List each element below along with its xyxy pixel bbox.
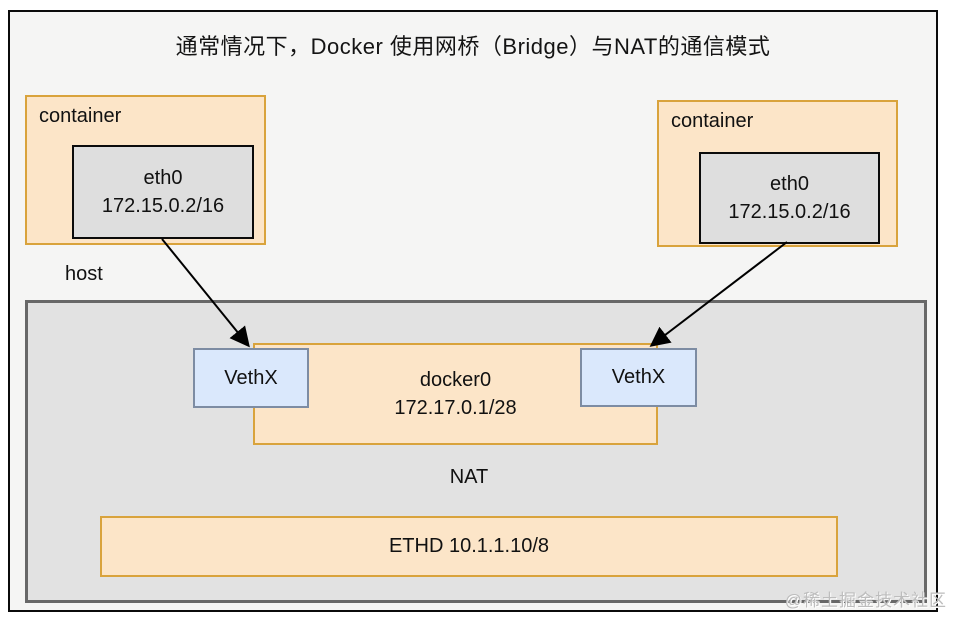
container-left-eth0-name: eth0 — [143, 167, 183, 189]
docker0-name: docker0 — [419, 369, 492, 391]
nat-label: NAT — [449, 466, 489, 488]
ethd-label: ETHD 10.1.1.10/8 — [388, 535, 550, 557]
container-left-eth0-ip: 172.15.0.2/16 — [101, 195, 225, 217]
veth-right-label: VethX — [611, 366, 666, 388]
container-right-eth0-name: eth0 — [770, 173, 809, 195]
ethd-box: ETHD 10.1.1.10/8 — [100, 516, 838, 577]
container-right-eth0-ip: 172.15.0.2/16 — [728, 201, 851, 223]
watermark: @稀土掘金技术社区 — [784, 591, 947, 610]
container-left-eth0-box: eth0 172.15.0.2/16 — [72, 145, 254, 239]
container-right-eth0-box: eth0 172.15.0.2/16 — [699, 152, 880, 244]
veth-left-box: VethX — [193, 348, 309, 408]
diagram-title: 通常情况下，Docker 使用网桥（Bridge）与NAT的通信模式 — [175, 34, 771, 59]
docker0-ip: 172.17.0.1/28 — [394, 397, 517, 419]
veth-left-label: VethX — [224, 366, 278, 389]
host-label: host — [65, 263, 103, 285]
container-right-label: container — [671, 110, 754, 132]
container-left-label: container — [39, 105, 122, 127]
veth-right-box: VethX — [580, 348, 697, 407]
container-right: container eth0 172.15.0.2/16 — [657, 100, 898, 247]
container-left: container eth0 172.15.0.2/16 — [25, 95, 266, 245]
